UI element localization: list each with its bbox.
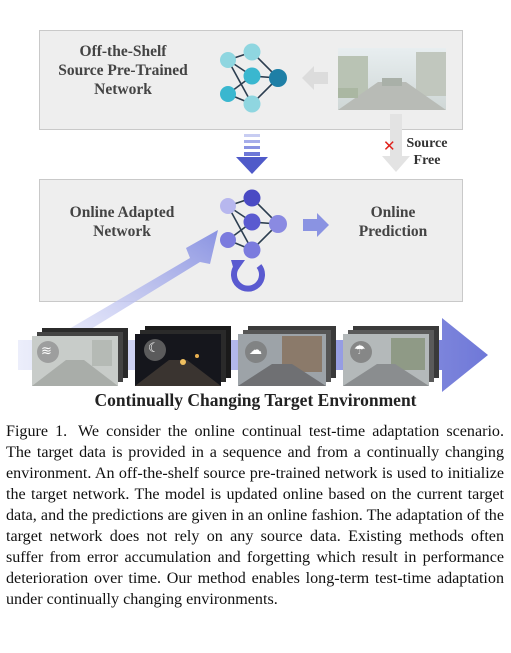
source-node <box>243 43 261 61</box>
figure: Off-the-Shelf Source Pre-Trained Network <box>18 30 488 410</box>
source-label-line-3: Network <box>94 81 152 98</box>
source-input-arrow <box>302 66 328 90</box>
adapted-node <box>220 198 236 214</box>
source-node <box>269 69 287 87</box>
figure-caption: Figure 1. We consider the online continu… <box>6 421 504 610</box>
adapted-label-line-1: Online Adapted <box>69 204 175 221</box>
caption-text: We consider the online continual test-ti… <box>6 423 504 608</box>
source-image <box>338 48 446 110</box>
snow-icon: ☁ <box>249 343 262 358</box>
source-label-line-2: Source Pre-Trained <box>58 62 188 79</box>
adapted-node <box>269 215 287 233</box>
caption-label: Figure 1. <box>6 423 68 440</box>
source-label-line-1: Off-the-Shelf <box>79 43 167 60</box>
source-network-icon <box>220 43 287 113</box>
image-stack-rain: ☂ <box>343 326 439 386</box>
rain-icon: ☂ <box>354 343 366 358</box>
adapted-node <box>243 241 261 259</box>
online-prediction-label: Online Prediction <box>338 203 448 241</box>
image-stack-snow: ☁ <box>238 326 336 386</box>
source-node <box>243 67 261 85</box>
source-free-line-2: Free <box>413 153 441 168</box>
source-node <box>220 86 236 102</box>
update-cycle-icon <box>231 260 265 292</box>
night-icon: ☾ <box>148 341 160 356</box>
adapted-network-label: Online Adapted Network <box>52 203 192 241</box>
adapted-node <box>243 189 261 207</box>
prediction-line-2: Prediction <box>358 223 428 240</box>
init-down-arrow <box>236 134 268 174</box>
prediction-arrow <box>303 213 329 237</box>
source-free-label: Source Free <box>401 135 453 169</box>
source-free-cross-icon: ✕ <box>383 137 396 155</box>
source-free-line-1: Source <box>406 136 448 151</box>
environment-title: Continually Changing Target Environment <box>94 390 417 410</box>
adapted-label-line-2: Network <box>93 223 151 240</box>
adapted-node <box>243 213 261 231</box>
source-network-label: Off-the-Shelf Source Pre-Trained Network <box>48 42 198 99</box>
image-stack-night: ☾ <box>135 326 231 386</box>
prediction-line-1: Online <box>370 204 416 221</box>
fog-icon: ≋ <box>41 344 52 359</box>
source-node <box>220 52 236 68</box>
adapted-network-icon <box>220 189 287 259</box>
image-stack-fog: ≋ <box>32 328 128 386</box>
source-free-arrow <box>382 114 410 172</box>
adapted-node <box>220 232 236 248</box>
source-node <box>243 95 261 113</box>
